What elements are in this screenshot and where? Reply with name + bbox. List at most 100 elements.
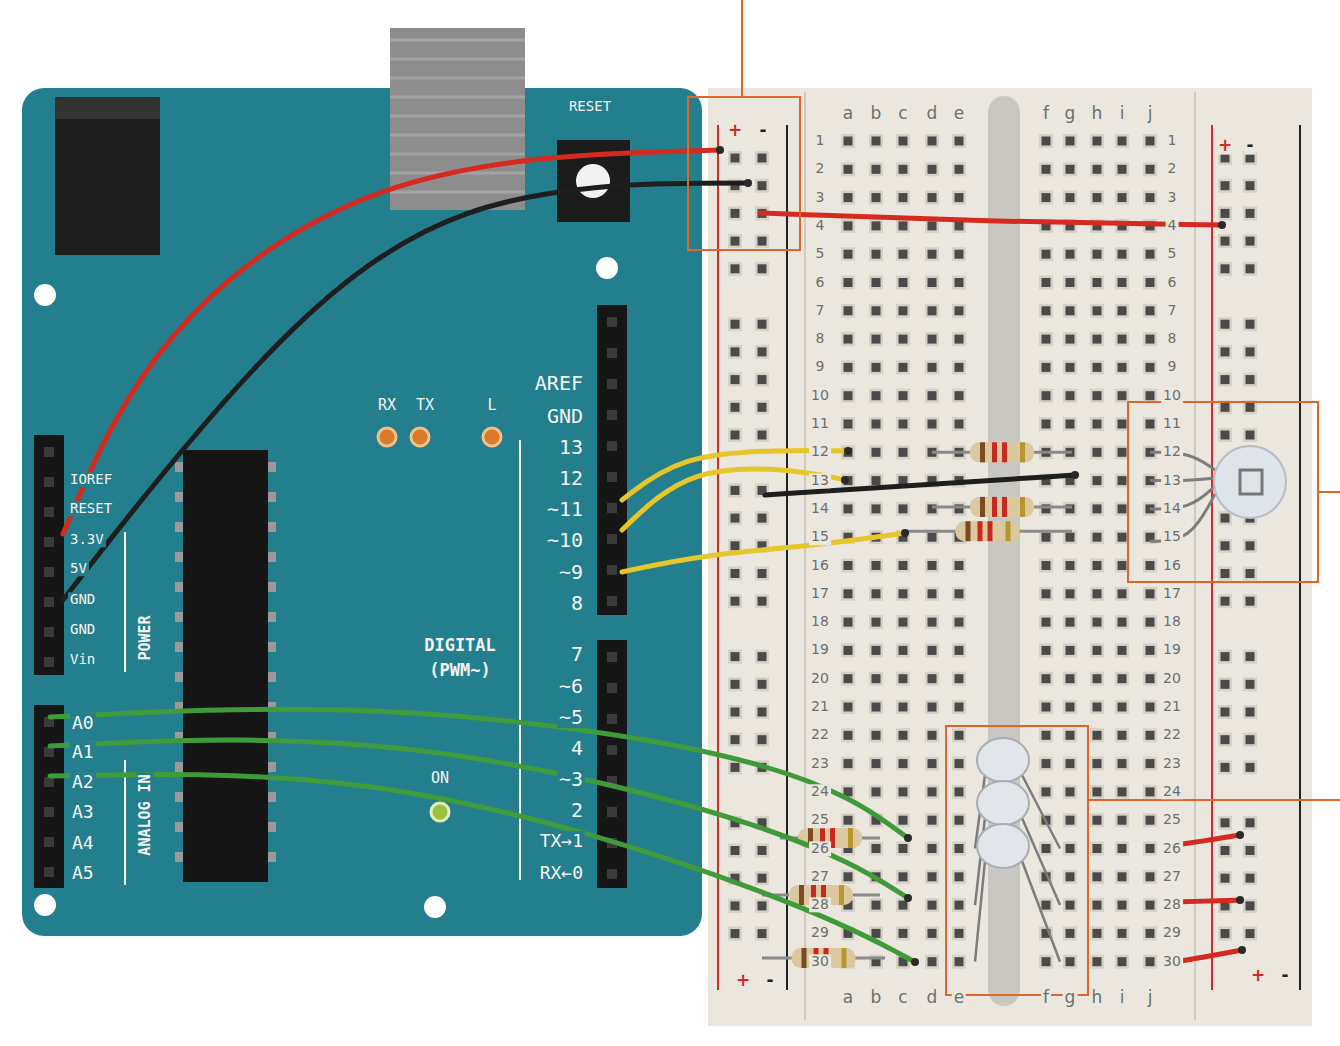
breadboard-hole-rim xyxy=(841,502,855,516)
breadboard-hole-rim xyxy=(841,587,855,601)
sensor-leg xyxy=(1022,861,1060,962)
breadboard-hole-rim xyxy=(896,700,910,714)
breadboard-hole xyxy=(1066,618,1075,627)
breadboard-hole-rim xyxy=(952,360,966,374)
breadboard-hole xyxy=(1221,347,1230,356)
breadboard-hole xyxy=(758,597,767,606)
breadboard-hole-rim xyxy=(1115,700,1129,714)
breadboard-hole-rim xyxy=(1243,234,1257,248)
column-letter: b xyxy=(869,104,884,123)
breadboard-hole xyxy=(758,264,767,273)
chip-pin xyxy=(175,642,183,652)
rgb-led-die xyxy=(1240,470,1262,494)
breadboard-hole xyxy=(731,486,740,495)
breadboard-hole xyxy=(899,646,908,655)
breadboard-hole-rim xyxy=(841,389,855,403)
breadboard-hole-rim xyxy=(1143,389,1157,403)
rail-sign: - xyxy=(757,121,768,140)
breadboard-hole xyxy=(1042,335,1051,344)
breadboard-hole-rim xyxy=(1115,134,1129,148)
breadboard-hole-rim xyxy=(925,191,939,205)
rail-sign: + xyxy=(726,121,744,140)
breadboard-hole-rim xyxy=(896,870,910,884)
column-letter: j xyxy=(1146,104,1155,123)
breadboard-hole-rim xyxy=(1063,785,1077,799)
breadboard-hole xyxy=(1146,391,1155,400)
breadboard-hole-rim xyxy=(728,234,742,248)
row-number: 16 xyxy=(809,558,831,573)
breadboard-hole xyxy=(899,391,908,400)
breadboard-hole xyxy=(1221,708,1230,717)
pin-label: ON xyxy=(429,770,451,787)
breadboard-hole xyxy=(899,137,908,146)
breadboard-hole xyxy=(928,137,937,146)
breadboard-hole xyxy=(955,703,964,712)
breadboard-hole xyxy=(731,431,740,440)
breadboard-hole xyxy=(731,680,740,689)
breadboard-hole xyxy=(1042,391,1051,400)
black-wire xyxy=(63,183,748,600)
breadboard-hole xyxy=(1066,929,1075,938)
header-pin xyxy=(607,441,617,451)
header-pin xyxy=(607,472,617,482)
breadboard-hole-rim xyxy=(1039,700,1053,714)
breadboard-hole xyxy=(1093,165,1102,174)
header-pin xyxy=(44,447,54,457)
breadboard-hole xyxy=(928,646,937,655)
breadboard-hole xyxy=(872,929,881,938)
yellow-wire xyxy=(622,469,845,530)
column-letter: i xyxy=(1118,104,1127,123)
column-letter: b xyxy=(869,988,884,1007)
breadboard-hole-rim xyxy=(1143,162,1157,176)
breadboard-hole-rim xyxy=(1243,317,1257,331)
breadboard-hole xyxy=(1118,957,1127,966)
breadboard-hole-rim xyxy=(896,417,910,431)
resistor-band xyxy=(1020,442,1025,462)
breadboard-hole xyxy=(1118,504,1127,513)
breadboard-hole xyxy=(928,561,937,570)
breadboard-hole-rim xyxy=(755,373,769,387)
breadboard-hole xyxy=(1146,731,1155,740)
row-number: 19 xyxy=(1161,643,1183,658)
breadboard-hole-rim xyxy=(1090,785,1104,799)
breadboard-hole-rim xyxy=(1090,389,1104,403)
breadboard-hole xyxy=(1066,193,1075,202)
breadboard-hole xyxy=(899,504,908,513)
row-number: 24 xyxy=(809,784,831,799)
pin-label: TX xyxy=(414,397,436,414)
breadboard-hole-rim xyxy=(1063,276,1077,290)
breadboard-hole xyxy=(1246,154,1255,163)
breadboard-hole-rim xyxy=(728,345,742,359)
breadboard-hole-rim xyxy=(728,567,742,581)
pin-header xyxy=(34,705,64,888)
row-number: 7 xyxy=(1166,303,1179,318)
breadboard-hole xyxy=(758,680,767,689)
resistor-band xyxy=(1006,521,1011,541)
breadboard-hole xyxy=(1118,816,1127,825)
breadboard-hole xyxy=(844,504,853,513)
breadboard-hole-rim xyxy=(952,587,966,601)
breadboard-hole xyxy=(928,844,937,853)
breadboard-hole xyxy=(1118,278,1127,287)
breadboard-hole xyxy=(1221,403,1230,412)
breadboard-hole xyxy=(955,901,964,910)
breadboard-hole xyxy=(758,154,767,163)
breadboard-hole xyxy=(899,363,908,372)
breadboard-hole-rim xyxy=(1090,728,1104,742)
breadboard-hole xyxy=(1118,250,1127,259)
breadboard-hole-rim xyxy=(869,757,883,771)
breadboard-hole-rim xyxy=(896,276,910,290)
breadboard-hole-rim xyxy=(1090,134,1104,148)
breadboard-hole xyxy=(928,731,937,740)
breadboard-hole xyxy=(731,541,740,550)
breadboard-hole xyxy=(1246,431,1255,440)
chip-pin xyxy=(268,792,276,802)
pin-label: POWER xyxy=(137,613,154,662)
breadboard-hole-rim xyxy=(952,955,966,969)
breadboard-hole-rim xyxy=(1115,162,1129,176)
row-number: 23 xyxy=(809,756,831,771)
breadboard-hole-rim xyxy=(1243,816,1257,830)
breadboard-hole-rim xyxy=(1039,643,1053,657)
breadboard-hole xyxy=(899,816,908,825)
breadboard-hole-rim xyxy=(1243,844,1257,858)
